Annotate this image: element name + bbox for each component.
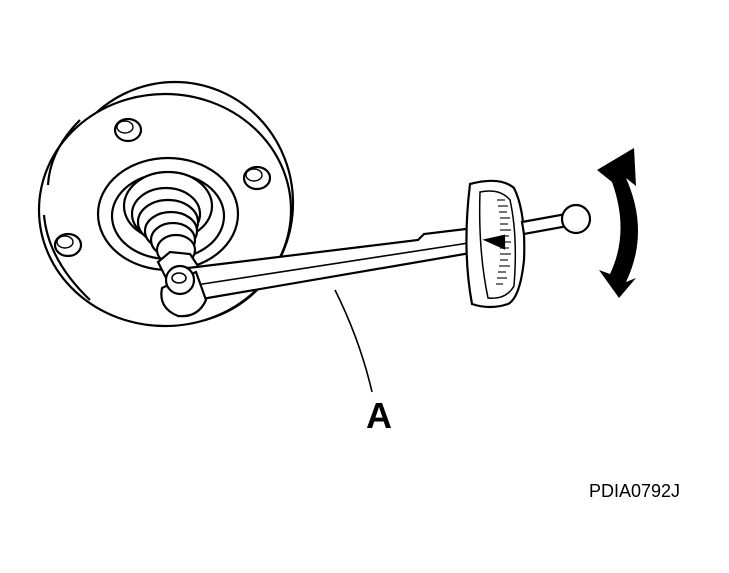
double-curved-arrow-icon [597, 148, 638, 298]
callout-leader-line [334, 289, 373, 393]
figure-code: PDIA0792J [589, 481, 681, 501]
dial-torque-wrench-icon [160, 179, 592, 318]
bolt-hole-icon [53, 232, 83, 258]
callout-label-a: A [366, 395, 392, 436]
bolt-hole-icon [113, 117, 143, 143]
bolt-hole-icon [242, 165, 272, 191]
